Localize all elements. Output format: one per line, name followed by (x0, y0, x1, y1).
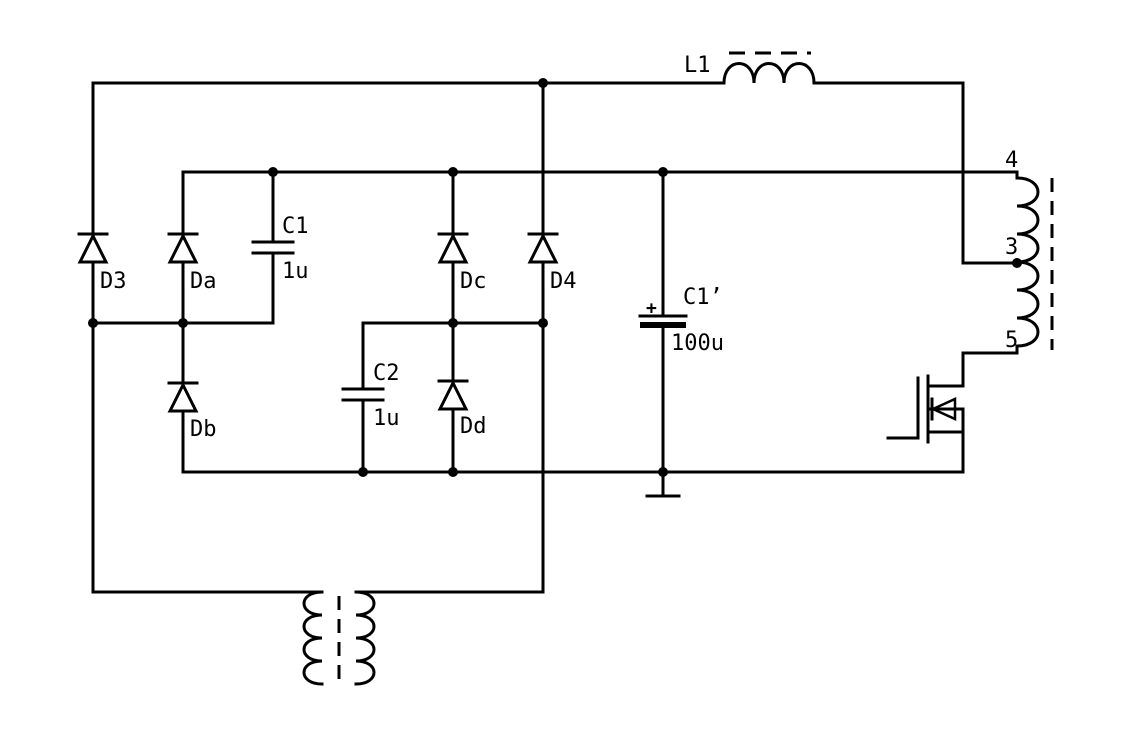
label-pin-5: 5 (1005, 328, 1018, 353)
flyback-transformer-winding (1015, 176, 1054, 350)
labels: D3 Da Db Dc Dd D4 C1 1u C2 1u + C1’ 100u… (100, 53, 1018, 442)
junction-dots (88, 78, 1022, 477)
mains-transformer (302, 590, 376, 686)
diode-da (167, 232, 199, 264)
capacitor-c1 (251, 240, 295, 255)
label-da: Da (190, 269, 217, 294)
capacitor-c2 (341, 387, 385, 402)
label-pin-3: 3 (1005, 235, 1018, 260)
diode-dc (437, 232, 469, 264)
mosfet-switch (886, 374, 965, 444)
diode-db (167, 381, 199, 413)
label-pin-4: 4 (1005, 148, 1018, 173)
label-c1-prime-value: 100u (671, 331, 724, 356)
label-c2-name: C2 (373, 361, 400, 386)
label-db: Db (190, 417, 217, 442)
label-d4: D4 (550, 269, 577, 294)
label-c2-value: 1u (373, 406, 400, 431)
inductor-l1 (722, 51, 816, 85)
label-d3: D3 (100, 269, 127, 294)
label-c1-value: 1u (282, 259, 309, 284)
diode-d4 (527, 232, 559, 264)
label-c1-prime-polarity: + (646, 298, 657, 319)
label-dc: Dc (460, 269, 487, 294)
label-c1-name: C1 (282, 214, 309, 239)
capacitor-c1-prime (638, 314, 688, 328)
wires (91, 81, 1019, 594)
diode-d3 (77, 232, 109, 264)
diode-dd (437, 379, 469, 411)
label-l1: L1 (684, 53, 711, 78)
label-c1-prime-name: C1’ (683, 285, 723, 310)
label-dd: Dd (460, 414, 487, 439)
